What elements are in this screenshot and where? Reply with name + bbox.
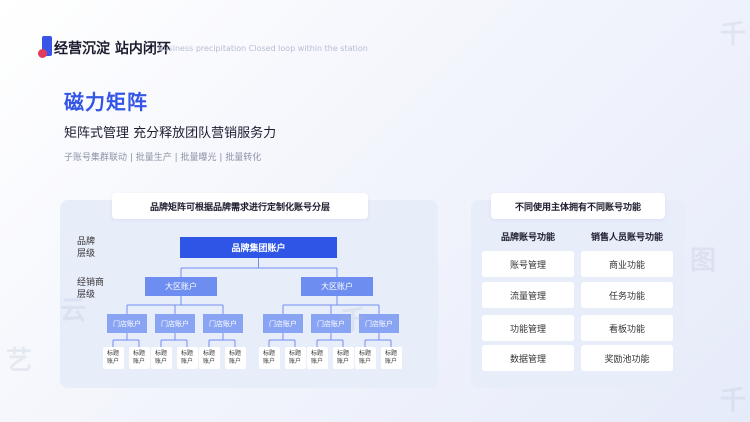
tagged-account-node: 标题 账户 bbox=[332, 347, 354, 369]
tagged-account-node: 标题 账户 bbox=[198, 347, 220, 369]
sales-function-item: 任务功能 bbox=[581, 282, 673, 308]
store-account-node: 门店账户 bbox=[203, 314, 243, 333]
sales-function-item: 奖励池功能 bbox=[581, 345, 673, 371]
store-account-node: 门店账户 bbox=[311, 314, 351, 333]
tagged-account-node: 标题 账户 bbox=[354, 347, 376, 369]
watermark: 千 bbox=[720, 20, 747, 50]
page-title: 磁力矩阵 bbox=[64, 90, 148, 114]
tagged-account-node: 标题 账户 bbox=[258, 347, 280, 369]
watermark: 图 bbox=[690, 246, 717, 276]
brand-function-item: 数据管理 bbox=[482, 345, 574, 371]
tagged-account-node: 标题 账户 bbox=[176, 347, 198, 369]
feature-tags: 子账号集群联动 | 批量生产 | 批量曝光 | 批量转化 bbox=[64, 153, 262, 163]
brand-function-item: 功能管理 bbox=[482, 315, 574, 341]
watermark: 千 bbox=[340, 306, 367, 336]
tagged-account-node: 标题 账户 bbox=[380, 347, 402, 369]
brand-function-item: 账号管理 bbox=[482, 251, 574, 277]
store-account-node: 门店账户 bbox=[107, 314, 147, 333]
store-account-node: 门店账户 bbox=[359, 314, 399, 333]
tagged-account-node: 标题 账户 bbox=[150, 347, 172, 369]
header-subtitle: Business precipitation Closed loop withi… bbox=[158, 44, 368, 53]
store-account-node: 门店账户 bbox=[263, 314, 303, 333]
area-account-node: 大区账户 bbox=[145, 277, 217, 296]
brand-level-label: 品牌 层级 bbox=[77, 237, 96, 259]
watermark: 云 bbox=[60, 296, 87, 326]
page-subtitle: 矩阵式管理 充分释放团队营销服务力 bbox=[64, 126, 277, 141]
header-title: 经营沉淀 站内闭环 bbox=[54, 41, 171, 57]
hierarchy-panel-title: 品牌矩阵可根据品牌需求进行定制化账号分层 bbox=[112, 193, 368, 219]
store-account-node: 门店账户 bbox=[155, 314, 195, 333]
dealer-level-label: 经销商 层级 bbox=[77, 278, 105, 300]
area-account-node: 大区账户 bbox=[301, 277, 373, 296]
functions-panel-title: 不同使用主体拥有不同账号功能 bbox=[491, 193, 665, 219]
brand-functions-header: 品牌账号功能 bbox=[500, 233, 555, 243]
tagged-account-node: 标题 账户 bbox=[128, 347, 150, 369]
sales-function-item: 商业功能 bbox=[581, 251, 673, 277]
sales-functions-header: 销售人员账号功能 bbox=[590, 233, 663, 243]
brand-function-item: 流量管理 bbox=[482, 282, 574, 308]
watermark: 艺 bbox=[6, 346, 33, 376]
tagged-account-node: 标题 账户 bbox=[102, 347, 124, 369]
tagged-account-node: 标题 账户 bbox=[306, 347, 328, 369]
brand-logo-icon bbox=[38, 36, 52, 58]
sales-function-item: 看板功能 bbox=[581, 315, 673, 341]
tagged-account-node: 标题 账户 bbox=[284, 347, 306, 369]
brand-group-account-node: 品牌集团账户 bbox=[180, 237, 337, 258]
watermark: 千 bbox=[720, 386, 747, 416]
tagged-account-node: 标题 账户 bbox=[224, 347, 246, 369]
